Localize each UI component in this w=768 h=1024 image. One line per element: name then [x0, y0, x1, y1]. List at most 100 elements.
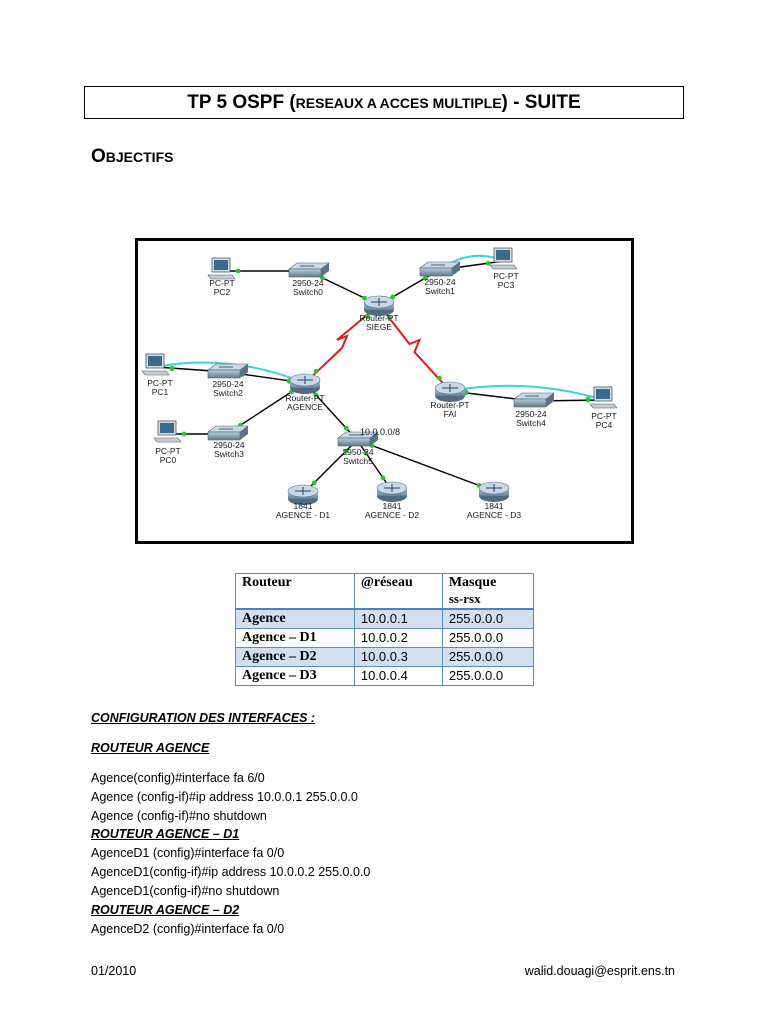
switch5-label: Switch5 — [343, 456, 373, 466]
link-light — [313, 368, 319, 374]
cell-router: Agence – D1 — [235, 628, 355, 648]
header-routeur: Routeur — [235, 573, 355, 610]
labels-layer: PC-PTPC22950-24Switch0Router-PTSIEGE2950… — [147, 271, 617, 520]
switch5-label: 2950-24 — [342, 447, 373, 457]
header-reseau: @réseau — [353, 573, 443, 610]
link-light — [169, 366, 175, 372]
header-masque-sub: ss-rsx — [448, 591, 481, 606]
config-line: AgenceD2 (config)#interface fa 0/0 — [91, 922, 285, 936]
switch3-label: 2950-24 — [213, 440, 244, 450]
switch2-switch-icon — [207, 363, 249, 379]
footer-date: 01/2010 — [91, 964, 137, 978]
pc4-label: PC-PT — [591, 411, 617, 421]
link-light — [585, 396, 591, 402]
network-address-label: 10.0.0.0/8 — [360, 427, 400, 437]
siege-router-icon — [363, 295, 395, 316]
fai-router-icon — [434, 381, 466, 402]
title-box: TP 5 OSPF ( reseaux a acces multiple ) -… — [84, 86, 684, 119]
link-light — [343, 448, 349, 454]
link-light — [436, 375, 442, 381]
title-close-paren: ) — [501, 91, 508, 113]
d3-router-icon — [478, 481, 510, 502]
serial-link — [378, 304, 451, 392]
footer-email: walid.douagi@esprit.ens.tn — [524, 964, 675, 978]
pc3-label: PC3 — [498, 280, 515, 290]
pc2-label: PC-PT — [209, 278, 235, 288]
link-light — [365, 314, 371, 320]
d2-label: AGENCE - D2 — [365, 510, 420, 520]
switch1-switch-icon — [419, 261, 461, 277]
switch3-label: Switch3 — [214, 449, 244, 459]
cell-router: Agence – D2 — [235, 647, 355, 667]
config-line: AgenceD1(config-if)#ip address 10.0.0.2 … — [91, 865, 371, 879]
network-topology-svg: PC-PTPC22950-24Switch0Router-PTSIEGE2950… — [141, 247, 618, 520]
agence-label: AGENCE — [287, 402, 323, 412]
siege-label: SIEGE — [366, 322, 392, 332]
title-suffix: - SUITE — [513, 91, 581, 113]
router-agence-d1-heading: ROUTEUR AGENCE – D1 — [91, 827, 240, 841]
pc4-pc-icon — [589, 386, 618, 409]
agence-label: Router-PT — [285, 393, 324, 403]
cell-router: Agence – D3 — [235, 666, 355, 686]
title-open-paren: ( — [289, 91, 296, 113]
switch0-label: Switch0 — [293, 287, 323, 297]
fai-label: Router-PT — [430, 400, 469, 410]
config-line: AgenceD1(config-if)#no shutdown — [91, 884, 280, 898]
switch4-label: 2950-24 — [515, 409, 546, 419]
switch0-label: 2950-24 — [292, 278, 323, 288]
routing-table: Routeur @réseau Masque ss-rsx Agence 10.… — [235, 573, 535, 686]
pc4-label: PC4 — [596, 420, 613, 430]
cell-address: 10.0.0.3 — [353, 647, 443, 667]
cell-mask: 255.0.0.0 — [441, 608, 535, 629]
objectifs-rest: bjectifs — [105, 149, 174, 165]
serial-link — [304, 304, 380, 384]
pc0-label: PC-PT — [155, 446, 181, 456]
pc1-label: PC-PT — [147, 378, 173, 388]
switch1-label: Switch1 — [425, 286, 455, 296]
cell-mask: 255.0.0.0 — [441, 666, 535, 686]
link-light — [343, 425, 349, 431]
link-light — [387, 315, 393, 321]
link-light — [313, 392, 319, 398]
router-agence-d2-heading: ROUTEUR AGENCE – D2 — [91, 903, 240, 917]
switch0-switch-icon — [288, 262, 330, 278]
cell-mask: 255.0.0.0 — [441, 647, 535, 667]
link-light — [235, 268, 241, 274]
switch1-label: 2950-24 — [424, 277, 455, 287]
router-agence-heading: ROUTEUR AGENCE — [91, 741, 210, 755]
section-heading-objectifs: Objectifs — [91, 146, 173, 168]
d3-label: 1841 — [485, 501, 504, 511]
siege-label: Router-PT — [359, 313, 398, 323]
link-light — [181, 431, 187, 437]
switch4-label: Switch4 — [516, 418, 546, 428]
config-line: Agence (config-if)#no shutdown — [91, 809, 267, 823]
cell-address: 10.0.0.1 — [353, 608, 443, 629]
header-masque-label: Masque — [448, 575, 497, 590]
crossover-link — [449, 384, 605, 401]
link-light — [380, 475, 386, 481]
table-row: Agence – D2 10.0.0.3 255.0.0.0 — [235, 647, 535, 667]
link-light — [390, 294, 396, 300]
table-row: Agence – D1 10.0.0.2 255.0.0.0 — [235, 628, 535, 648]
objectifs-initial: O — [91, 146, 106, 167]
link-light — [363, 450, 369, 456]
link-light — [311, 480, 317, 486]
link-light — [422, 275, 428, 281]
d2-label: 1841 — [383, 501, 402, 511]
d1-router-icon — [287, 484, 319, 505]
title-subtitle: reseaux a acces multiple — [295, 94, 502, 111]
ethernet-link — [302, 439, 358, 495]
devices-layer — [141, 247, 618, 505]
pc1-label: PC1 — [152, 387, 169, 397]
pc3-pc-icon — [489, 247, 518, 270]
agence-router-icon — [289, 373, 321, 394]
cell-address: 10.0.0.4 — [353, 666, 443, 686]
switch3-switch-icon — [207, 425, 249, 441]
config-line: Agence(config)#interface fa 6/0 — [91, 771, 265, 785]
cell-router: Agence — [235, 608, 355, 629]
title-main: TP 5 OSPF — [187, 91, 285, 113]
table-row: Agence – D3 10.0.0.4 255.0.0.0 — [235, 666, 535, 686]
config-line: AgenceD1 (config)#interface fa 0/0 — [91, 846, 285, 860]
pc0-label: PC0 — [160, 455, 177, 465]
switch5-switch-icon — [337, 431, 379, 447]
